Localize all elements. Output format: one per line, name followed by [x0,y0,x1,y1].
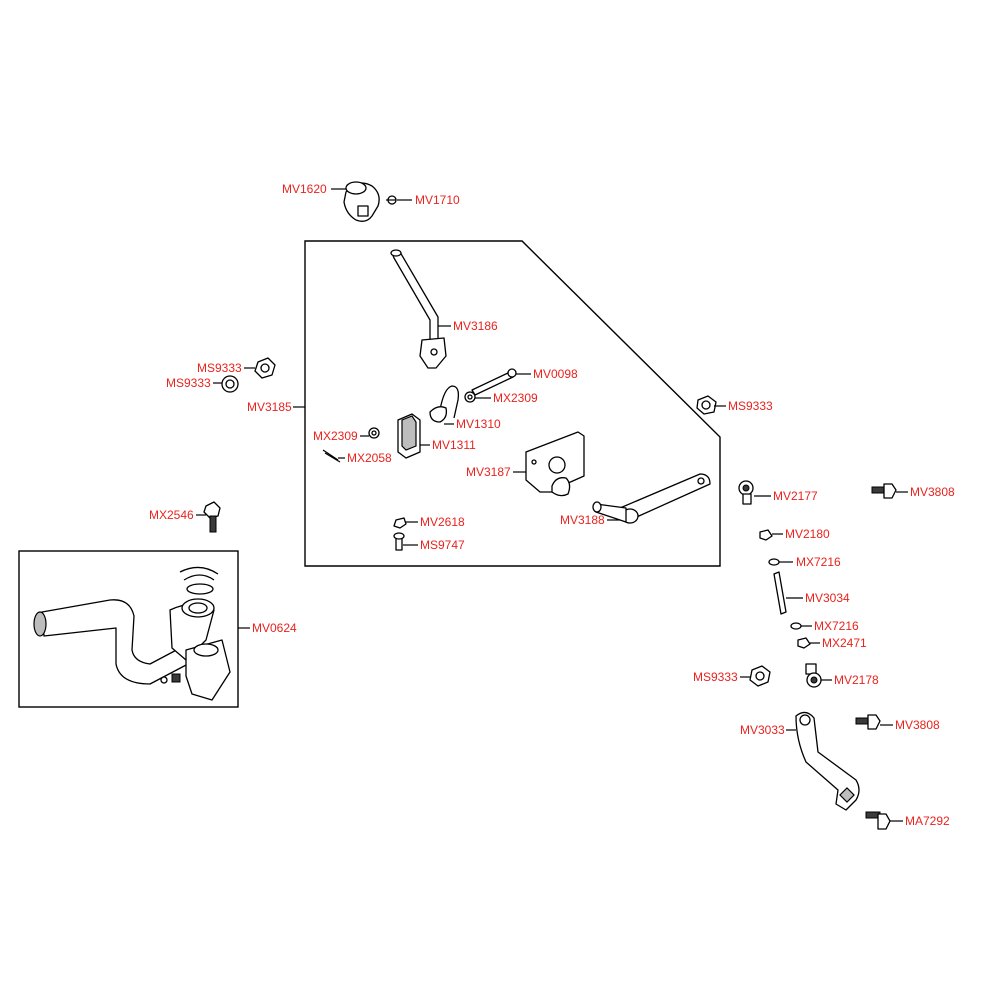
part-mx2058-pin [322,449,341,463]
part-mv0098-pin [471,368,517,396]
label-mv2180[interactable]: MV2180 [785,527,830,541]
leader-lines [196,188,908,822]
label-mv2178[interactable]: MV2178 [834,673,879,687]
part-mv1620-knob [343,181,380,222]
part-labels: MV1620 MV1710 MV3186 MV0098 MX2309 MV131… [149,182,955,828]
label-mv1710[interactable]: MV1710 [415,193,460,207]
label-mv2177[interactable]: MV2177 [773,489,818,503]
part-mv2180-nut [759,529,773,541]
label-ms9333-d[interactable]: MS9333 [693,670,738,684]
label-mv0624[interactable]: MV0624 [252,621,297,635]
part-mv3186-rod [390,249,447,369]
label-mx2309-a[interactable]: MX2309 [493,391,538,405]
label-mx2309-b[interactable]: MX2309 [313,429,358,443]
part-mv3033-arm [795,711,860,811]
part-mv1311-fork [397,413,421,459]
part-ms9333-nut-d [749,665,771,687]
label-ms9333-b[interactable]: MS9333 [166,376,211,390]
label-mx7216-a[interactable]: MX7216 [796,555,841,569]
part-mv2178-rod-end [805,663,822,688]
label-mv3188[interactable]: MV3188 [560,513,605,527]
part-mx2309-washer-b [368,427,380,439]
part-ms9333-nut-c [696,395,717,415]
label-mx2058[interactable]: MX2058 [347,451,392,465]
part-mx2471-nut [797,637,811,649]
group-frame-mv3185 [304,240,721,567]
label-ma7292[interactable]: MA7292 [905,814,950,828]
label-ms9333-a[interactable]: MS9333 [197,361,242,375]
label-mv1311[interactable]: MV1311 [432,438,476,452]
label-mv3034[interactable]: MV3034 [805,591,850,605]
label-mv2618[interactable]: MV2618 [420,515,465,529]
label-mv3808-b[interactable]: MV3808 [895,718,940,732]
part-mv2177-rod-end [738,480,754,505]
part-mv0624-kickstarter [33,566,231,701]
label-mv3033[interactable]: MV3033 [740,723,785,737]
part-mv3188-lever [592,473,711,524]
part-mv3808-bolt-a [871,483,897,499]
label-mx7216-b[interactable]: MX7216 [814,619,859,633]
part-mv3808-bolt-b [855,714,881,730]
label-ms9333-c[interactable]: MS9333 [728,399,773,413]
part-ma7292-bolt [865,811,891,830]
label-mv1310[interactable]: MV1310 [456,417,501,431]
label-mx2546[interactable]: MX2546 [149,508,194,522]
part-mv1310-clip [429,385,460,423]
part-mv3034-rod [773,571,787,615]
label-mv3187[interactable]: MV3187 [466,465,511,479]
part-mv1710-screw [386,195,397,205]
label-mv3808-a[interactable]: MV3808 [910,485,955,499]
label-mv3186[interactable]: MV3186 [453,319,498,333]
part-mx2309-washer-a [464,391,476,403]
label-mv0098[interactable]: MV0098 [533,367,578,381]
part-mx7216-ring-a [768,558,780,566]
part-ms9747-bolt [393,532,405,551]
part-mx2546-bolt [203,501,221,533]
part-ms9333-nut-b [221,375,239,393]
part-ms9333-nut-a [254,357,276,379]
part-mv2618-nut [393,517,407,529]
label-mv3185[interactable]: MV3185 [247,400,292,414]
label-ms9747[interactable]: MS9747 [420,538,465,552]
label-mv1620[interactable]: MV1620 [282,182,327,196]
group-frame-mv0624 [18,550,239,708]
part-mv3187-bracket [525,431,585,497]
part-mx7216-ring-b [790,622,802,630]
label-mx2471[interactable]: MX2471 [822,636,867,650]
